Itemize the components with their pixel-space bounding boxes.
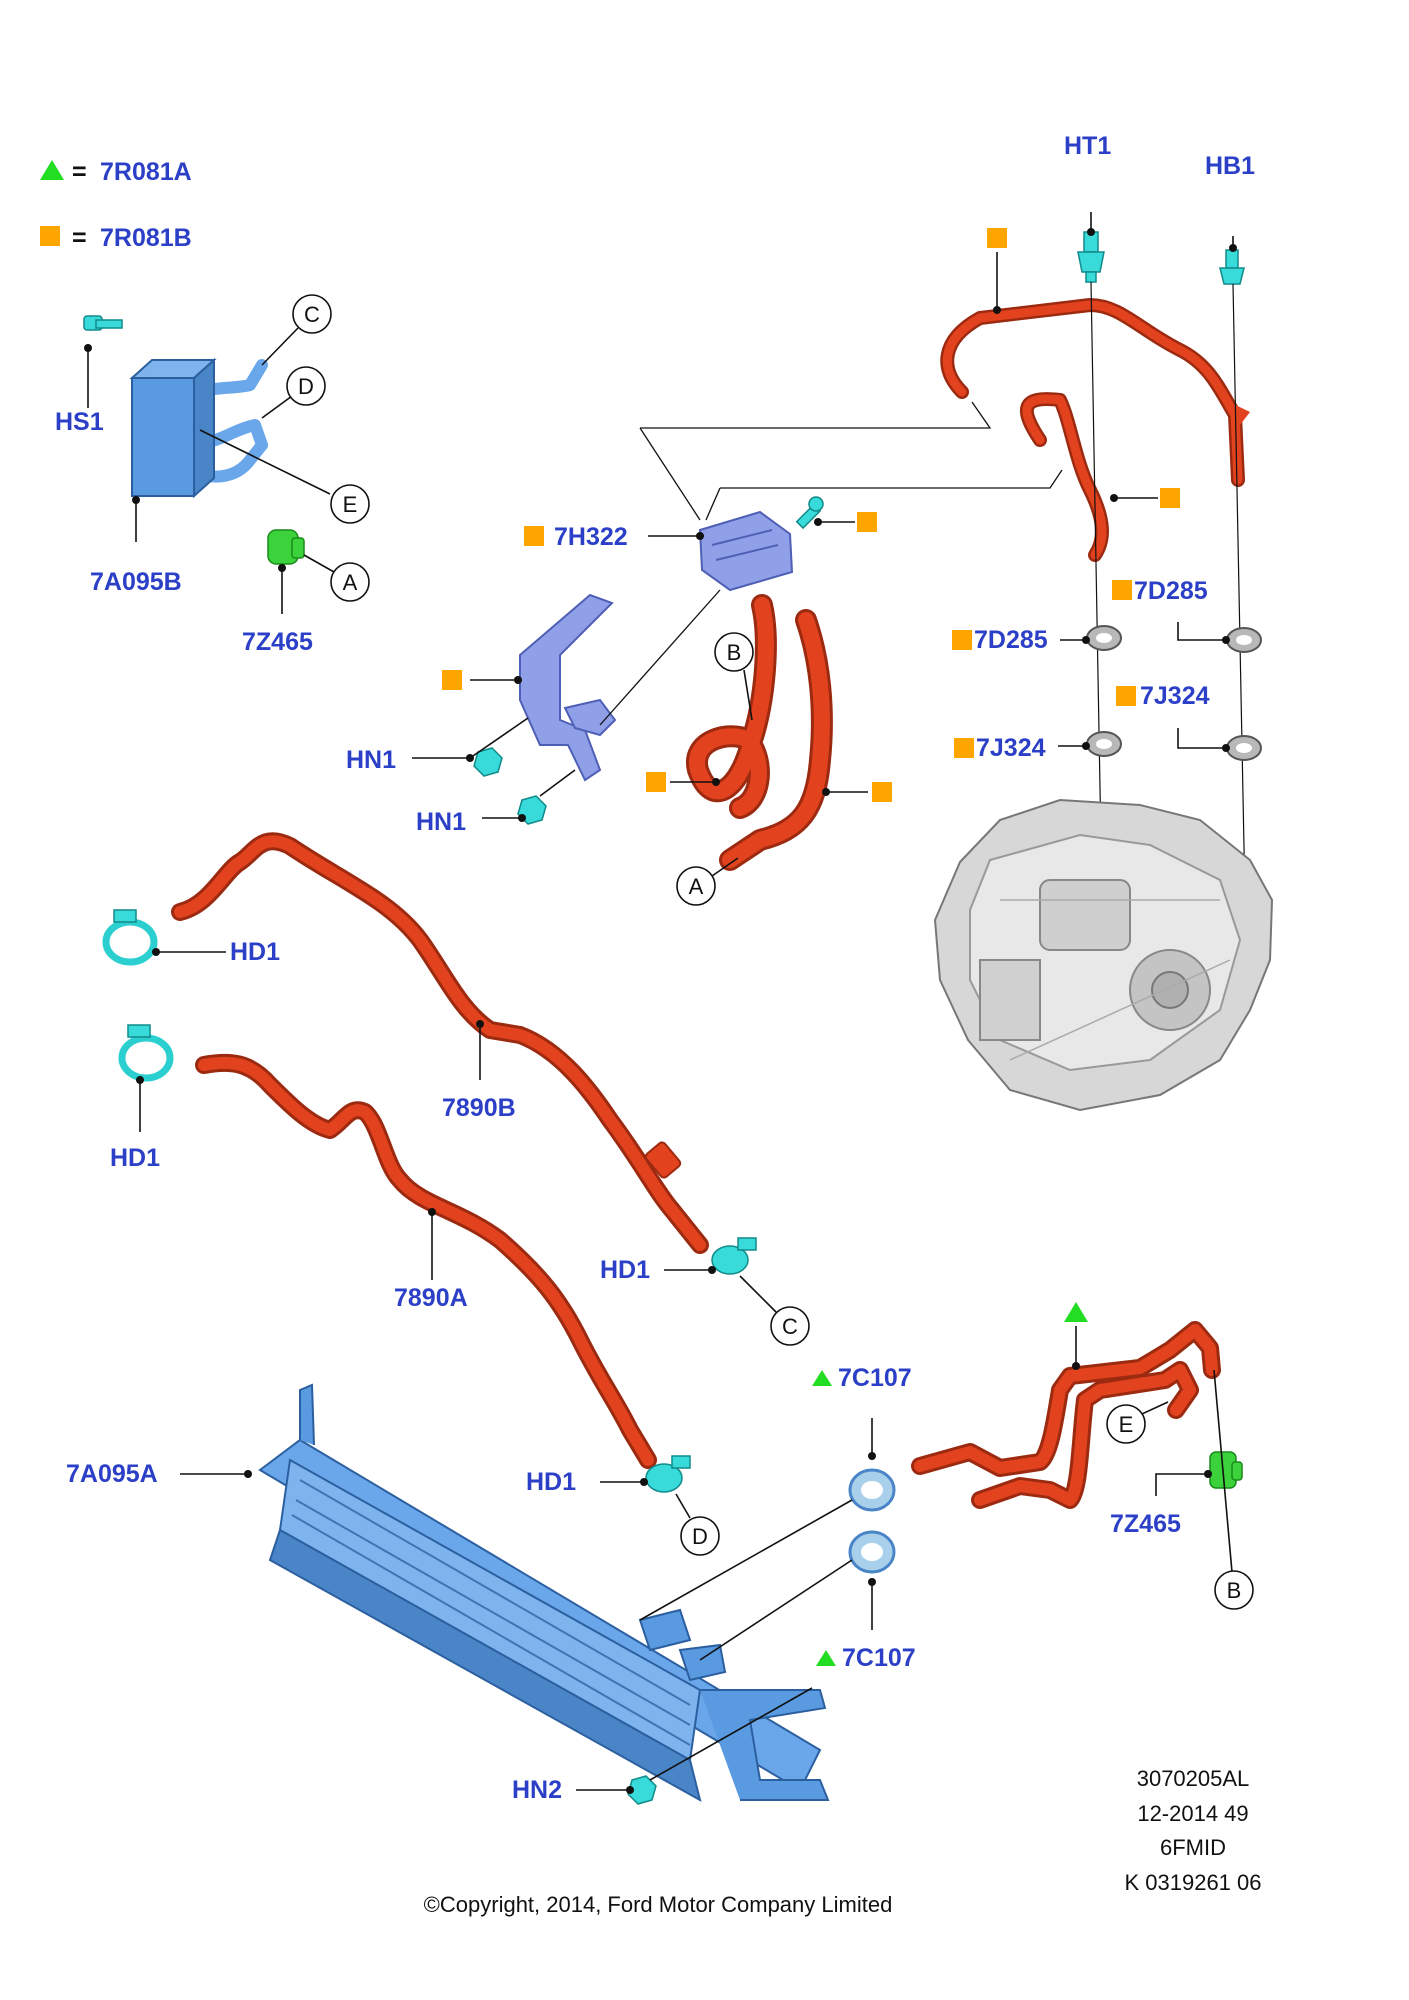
callout-c-top: C <box>304 302 320 327</box>
clamp-7c107-upper <box>848 1468 896 1512</box>
clip-7z465-bottom <box>1209 1451 1243 1489</box>
label-hn1-lower: HN1 <box>416 808 466 836</box>
bolt-hs1 <box>83 315 123 331</box>
clamp-hd1-a <box>102 909 158 966</box>
orange-square-icon-lower-pipe <box>1160 488 1180 508</box>
valve-block-group: 7H322 <box>524 401 1063 726</box>
callout-circle-a-mid <box>676 866 716 906</box>
hose-7r081a <box>911 1321 1221 1509</box>
legend-code-b: 7R081B <box>100 224 192 252</box>
clamp-hd1-b <box>118 1024 174 1082</box>
label-7h322: 7H322 <box>554 523 628 551</box>
callout-circle-e-bottom <box>1106 1404 1146 1444</box>
callout-b-mid: B <box>727 640 742 665</box>
green-triangle-icon <box>40 160 64 180</box>
orange-square-icon-7d285-upper <box>1112 580 1132 600</box>
callout-c-bottom: C <box>782 1314 798 1339</box>
orange-square-icon-hose-b <box>646 772 666 792</box>
label-hb1: HB1 <box>1205 152 1255 180</box>
legend-code-a: 7R081A <box>100 158 192 186</box>
callout-circle-d-bottom <box>680 1516 720 1556</box>
green-triangle-icon-bottom-hose <box>1064 1302 1088 1322</box>
green-triangle-icon-7c107-upper <box>812 1370 832 1386</box>
callout-circle-b-mid <box>714 632 754 672</box>
legend-equals-b: = <box>72 224 87 252</box>
orange-square-icon-7j324-lower <box>954 738 974 758</box>
label-hd1-c: HD1 <box>600 1256 650 1284</box>
callout-a-top: A <box>343 570 358 595</box>
label-7d285-upper: 7D285 <box>1134 577 1208 605</box>
callout-circle-e-top <box>330 484 370 524</box>
clamp-hd1-c <box>711 1237 757 1275</box>
callout-d-top: D <box>298 374 314 399</box>
label-hd1-a: HD1 <box>230 938 280 966</box>
ref-line-4: K 0319261 06 <box>1124 1870 1261 1895</box>
callout-circle-b-bottom <box>1214 1570 1254 1610</box>
orange-square-icon-bracket <box>442 670 462 690</box>
hose-7890a: 7890A <box>195 1053 657 1469</box>
nut-hn2 <box>627 1775 657 1805</box>
label-7a095a: 7A095A <box>66 1460 158 1488</box>
clamp-7c107-lower <box>848 1530 896 1574</box>
orange-square-icon-7d285-lower <box>952 630 972 650</box>
callout-b-bottom: B <box>1227 1578 1242 1603</box>
label-7z465-bottom: 7Z465 <box>1110 1510 1181 1538</box>
oil-cooler-7a095a <box>258 1383 830 1802</box>
ref-line-1: 3070205AL <box>1137 1766 1250 1791</box>
label-hs1: HS1 <box>55 408 104 436</box>
transmission-pipes-group: HT1 HB1 7D285 7D285 7J324 7J324 <box>940 132 1262 951</box>
orange-square-icon-upper-pipe <box>987 228 1007 248</box>
label-hd1-b: HD1 <box>110 1144 160 1172</box>
callout-circle-a-top <box>330 562 370 602</box>
label-7z465-top: 7Z465 <box>242 628 313 656</box>
label-ht1: HT1 <box>1064 132 1111 160</box>
transmission-assembly <box>933 798 1274 1112</box>
short-hoses-group: B A <box>646 594 892 906</box>
bracket-group: HN1 HN1 <box>346 593 617 836</box>
orange-square-icon-hose-a <box>872 782 892 802</box>
copyright-notice: ©Copyright, 2014, Ford Motor Company Lim… <box>424 1892 893 1917</box>
label-7j324-upper: 7J324 <box>1140 682 1210 710</box>
label-7d285-lower: 7D285 <box>974 626 1048 654</box>
callout-circle-d-top <box>286 366 326 406</box>
orange-square-icon <box>40 226 60 246</box>
thermostat-valve-7h322 <box>698 510 794 592</box>
legend: = 7R081A = 7R081B <box>40 158 192 252</box>
nut-hn1-upper <box>473 747 503 777</box>
orange-square-icon-bolt <box>857 512 877 532</box>
label-7a095b: 7A095B <box>90 568 182 596</box>
breather-ht1 <box>1077 231 1105 283</box>
label-7c107-lower: 7C107 <box>842 1644 916 1672</box>
orange-square-icon-7j324-upper <box>1116 686 1136 706</box>
mounting-bracket <box>519 593 614 782</box>
label-7c107-upper: 7C107 <box>838 1364 912 1392</box>
legend-equals-a: = <box>72 158 87 186</box>
callout-circle-c-top <box>292 294 332 334</box>
small-oil-cooler <box>131 377 195 497</box>
hose-7890b: 7890B <box>171 832 709 1254</box>
label-hd1-d: HD1 <box>526 1468 576 1496</box>
bolt-7h322 <box>795 496 824 530</box>
orange-square-icon-7h322 <box>524 526 544 546</box>
label-hn1-upper: HN1 <box>346 746 396 774</box>
ref-line-3: 6FMID <box>1160 1835 1226 1860</box>
callout-d-bottom: D <box>692 1524 708 1549</box>
label-hn2: HN2 <box>512 1776 562 1804</box>
ref-line-2: 12-2014 49 <box>1137 1801 1248 1826</box>
label-7j324-lower: 7J324 <box>976 734 1046 762</box>
callout-a-mid: A <box>689 874 704 899</box>
callout-e-top: E <box>343 492 358 517</box>
label-7890a: 7890A <box>394 1284 468 1312</box>
label-7890b: 7890B <box>442 1094 516 1122</box>
clip-7z465-top <box>267 529 305 565</box>
clamp-hd1-d <box>645 1455 691 1493</box>
small-oil-cooler-group: C D E A HS1 7A095B 7Z465 <box>55 294 370 656</box>
callout-e-bottom: E <box>1119 1412 1134 1437</box>
breather-hb1 <box>1219 249 1245 285</box>
callout-circle-c-bottom <box>770 1306 810 1346</box>
green-triangle-icon-7c107-lower <box>816 1650 836 1666</box>
